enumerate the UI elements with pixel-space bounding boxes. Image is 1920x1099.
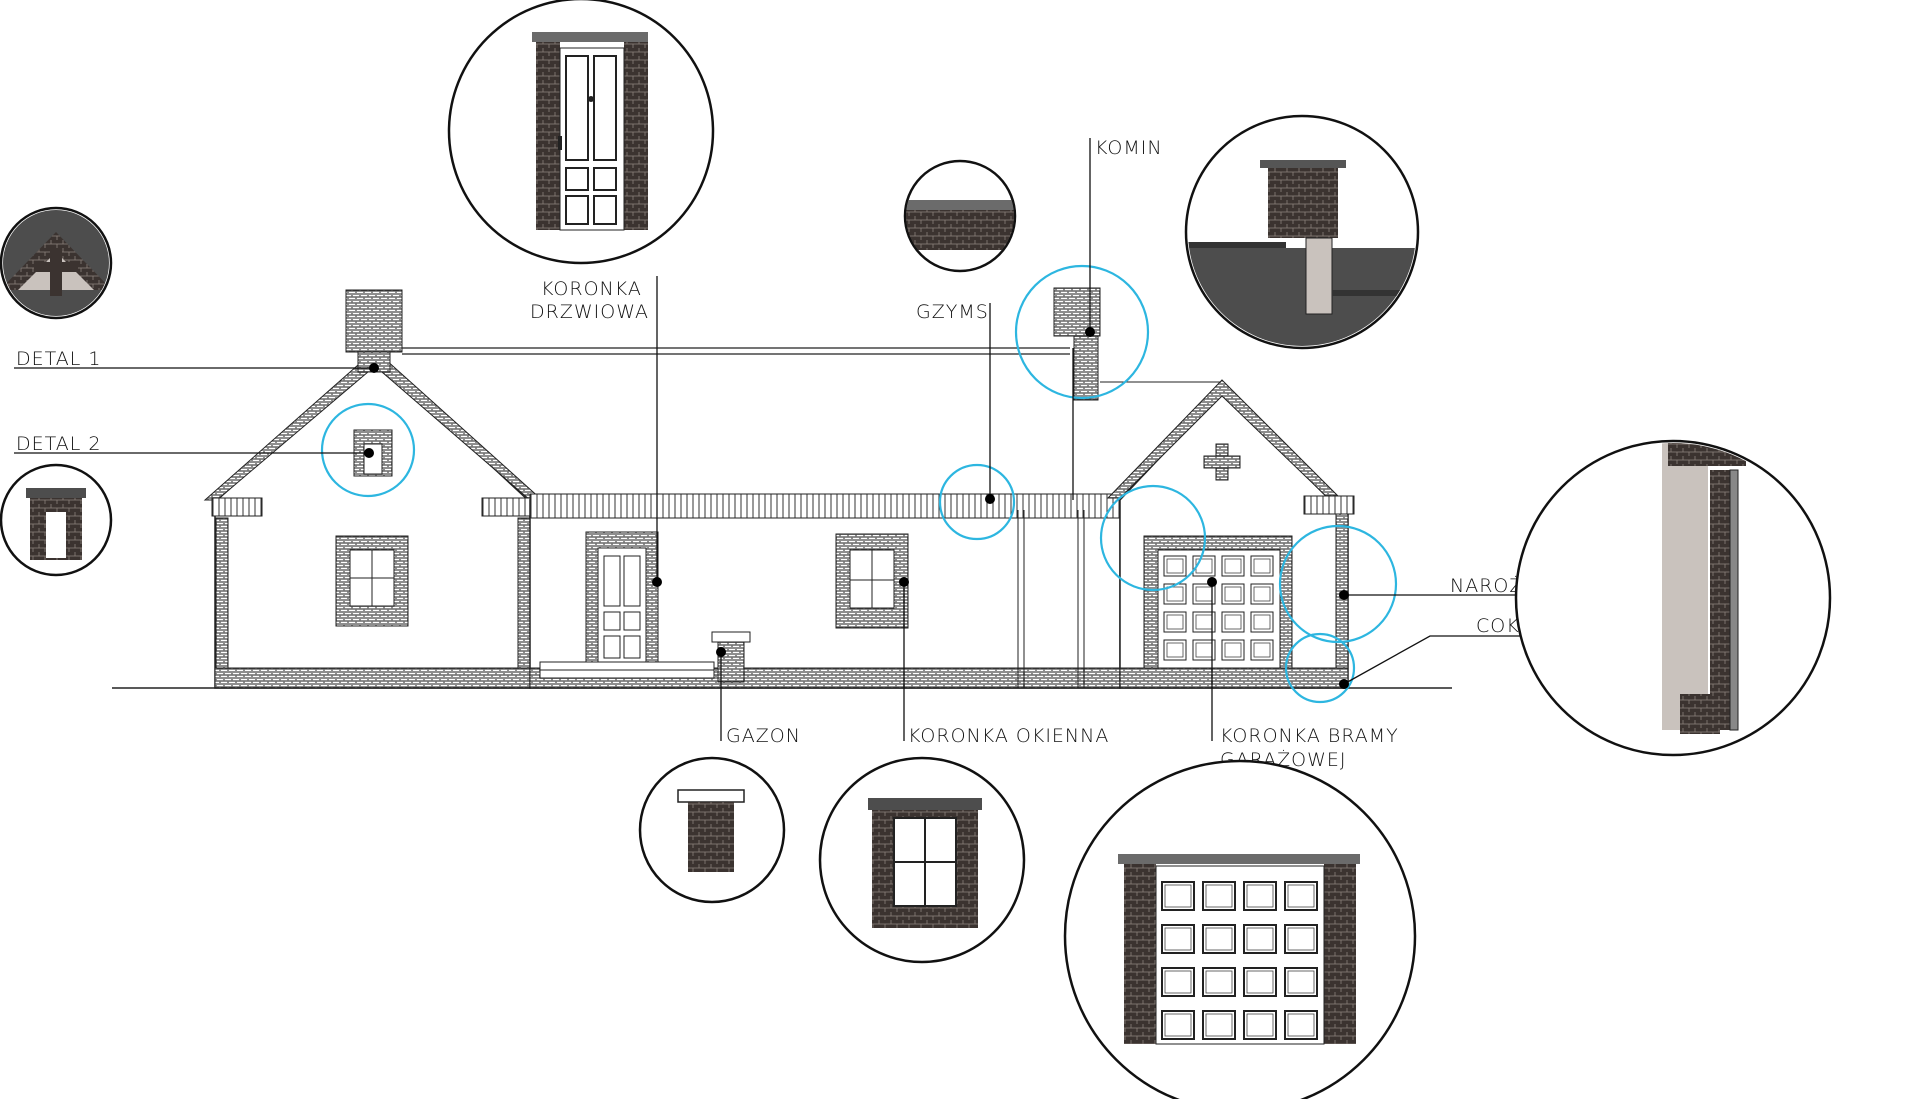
detail-komin xyxy=(1184,114,1420,350)
label-gazon: GAZON xyxy=(726,725,801,747)
garage-panel-inner xyxy=(1224,642,1242,658)
garage-panel xyxy=(1221,555,1245,577)
garage-panel xyxy=(1192,639,1216,661)
label-detal2: DETAL 2 xyxy=(16,433,101,455)
label-koronka-okienna: KORONKA OKIENNA xyxy=(908,725,1109,747)
highlight-naroznik xyxy=(1278,524,1398,644)
garage-panel xyxy=(1243,881,1277,911)
garage-panel xyxy=(1192,555,1216,577)
label-koronka-bramy-1: KORONKA BRAMY xyxy=(1220,725,1399,747)
detail-gazon xyxy=(638,756,786,904)
garage-panel xyxy=(1250,611,1274,633)
garage-panel-inner xyxy=(1164,927,1192,951)
highlight-detal2 xyxy=(320,402,416,498)
garage-panel-inner xyxy=(1164,970,1192,994)
garage-panel-inner xyxy=(1253,586,1271,602)
garage-panel xyxy=(1202,924,1236,954)
garage-panel-inner xyxy=(1287,927,1315,951)
garage-panel xyxy=(1192,611,1216,633)
garage-panel xyxy=(1284,1010,1318,1040)
garage-panel-inner xyxy=(1246,1013,1274,1037)
garage-panel-inner xyxy=(1224,614,1242,630)
garage-panel-inner xyxy=(1253,614,1271,630)
highlight-gzyms xyxy=(938,463,1016,541)
highlight-corner-garage xyxy=(1099,484,1207,592)
garage-panel-inner xyxy=(1224,586,1242,602)
left-chimney xyxy=(345,289,403,373)
garage-panel xyxy=(1221,639,1245,661)
detail-window xyxy=(818,756,1026,964)
garage-panel xyxy=(1163,583,1187,605)
garage-panel-inner xyxy=(1253,642,1271,658)
garage-panel xyxy=(1250,583,1274,605)
garage-panel xyxy=(1161,924,1195,954)
garage-panel-inner xyxy=(1205,884,1233,908)
highlight-komin xyxy=(1014,264,1150,400)
detail-garage xyxy=(1063,759,1417,1099)
label-koronka-drzwiowa-2: DRZWIOWA xyxy=(530,301,649,323)
leader-lines xyxy=(14,138,1550,741)
garage-panel xyxy=(1221,583,1245,605)
right-wing xyxy=(1106,379,1355,689)
garage-panel xyxy=(1202,967,1236,997)
garage-panel-inner xyxy=(1205,927,1233,951)
garage-panel xyxy=(1161,967,1195,997)
left-wing xyxy=(203,349,544,689)
garage-panel-inner xyxy=(1205,970,1233,994)
garage-panel-inner xyxy=(1166,614,1184,630)
garage-panel-inner xyxy=(1224,558,1242,574)
garage-panel xyxy=(1243,967,1277,997)
highlight-cokol xyxy=(1284,632,1356,704)
garage-panel-inner xyxy=(1164,1013,1192,1037)
garage-panel xyxy=(1163,611,1187,633)
label-komin: KOMIN xyxy=(1095,137,1163,159)
garage-panel-inner xyxy=(1287,970,1315,994)
detail-2 xyxy=(0,463,113,577)
garage-panel-inner xyxy=(1253,558,1271,574)
label-gzyms: GZYMS xyxy=(916,301,989,323)
detail-gzyms xyxy=(903,159,1017,273)
garage-panel-inner xyxy=(1205,1013,1233,1037)
garage-panel-inner xyxy=(1164,884,1192,908)
garage-panel xyxy=(1243,1010,1277,1040)
garage-panel xyxy=(1161,881,1195,911)
detail-1 xyxy=(0,206,113,320)
garage-panel-inner xyxy=(1287,1013,1315,1037)
garage-panel-inner xyxy=(1166,558,1184,574)
garage-panel xyxy=(1250,639,1274,661)
garage-panel-inner xyxy=(1166,642,1184,658)
detail-door xyxy=(447,0,715,265)
garage-panel xyxy=(1202,1010,1236,1040)
garage-panel xyxy=(1284,924,1318,954)
garage-panel-inner xyxy=(1246,927,1274,951)
garage-panel xyxy=(1221,611,1245,633)
detail-naroznik xyxy=(1514,439,1832,757)
garage-panel-inner xyxy=(1246,884,1274,908)
garage-panel xyxy=(1192,583,1216,605)
house-elevation xyxy=(112,264,1452,704)
garage-panel xyxy=(1284,881,1318,911)
garage-panel xyxy=(1250,555,1274,577)
garage-panel xyxy=(1161,1010,1195,1040)
centre-section xyxy=(529,493,1121,689)
label-koronka-drzwiowa-1: KORONKA xyxy=(541,278,642,300)
garage-panel-inner xyxy=(1166,586,1184,602)
garage-panel-inner xyxy=(1246,970,1274,994)
right-chimney xyxy=(1053,287,1220,401)
garage-panel xyxy=(1163,639,1187,661)
garage-panel xyxy=(1284,967,1318,997)
labels: DETAL 1 DETAL 2 KORONKA DRZWIOWA GZYMS K… xyxy=(16,137,1558,771)
garage-panel xyxy=(1243,924,1277,954)
garage-panel xyxy=(1202,881,1236,911)
label-detal1: DETAL 1 xyxy=(16,348,101,370)
garage-panel-inner xyxy=(1287,884,1315,908)
garage-panel xyxy=(1163,555,1187,577)
